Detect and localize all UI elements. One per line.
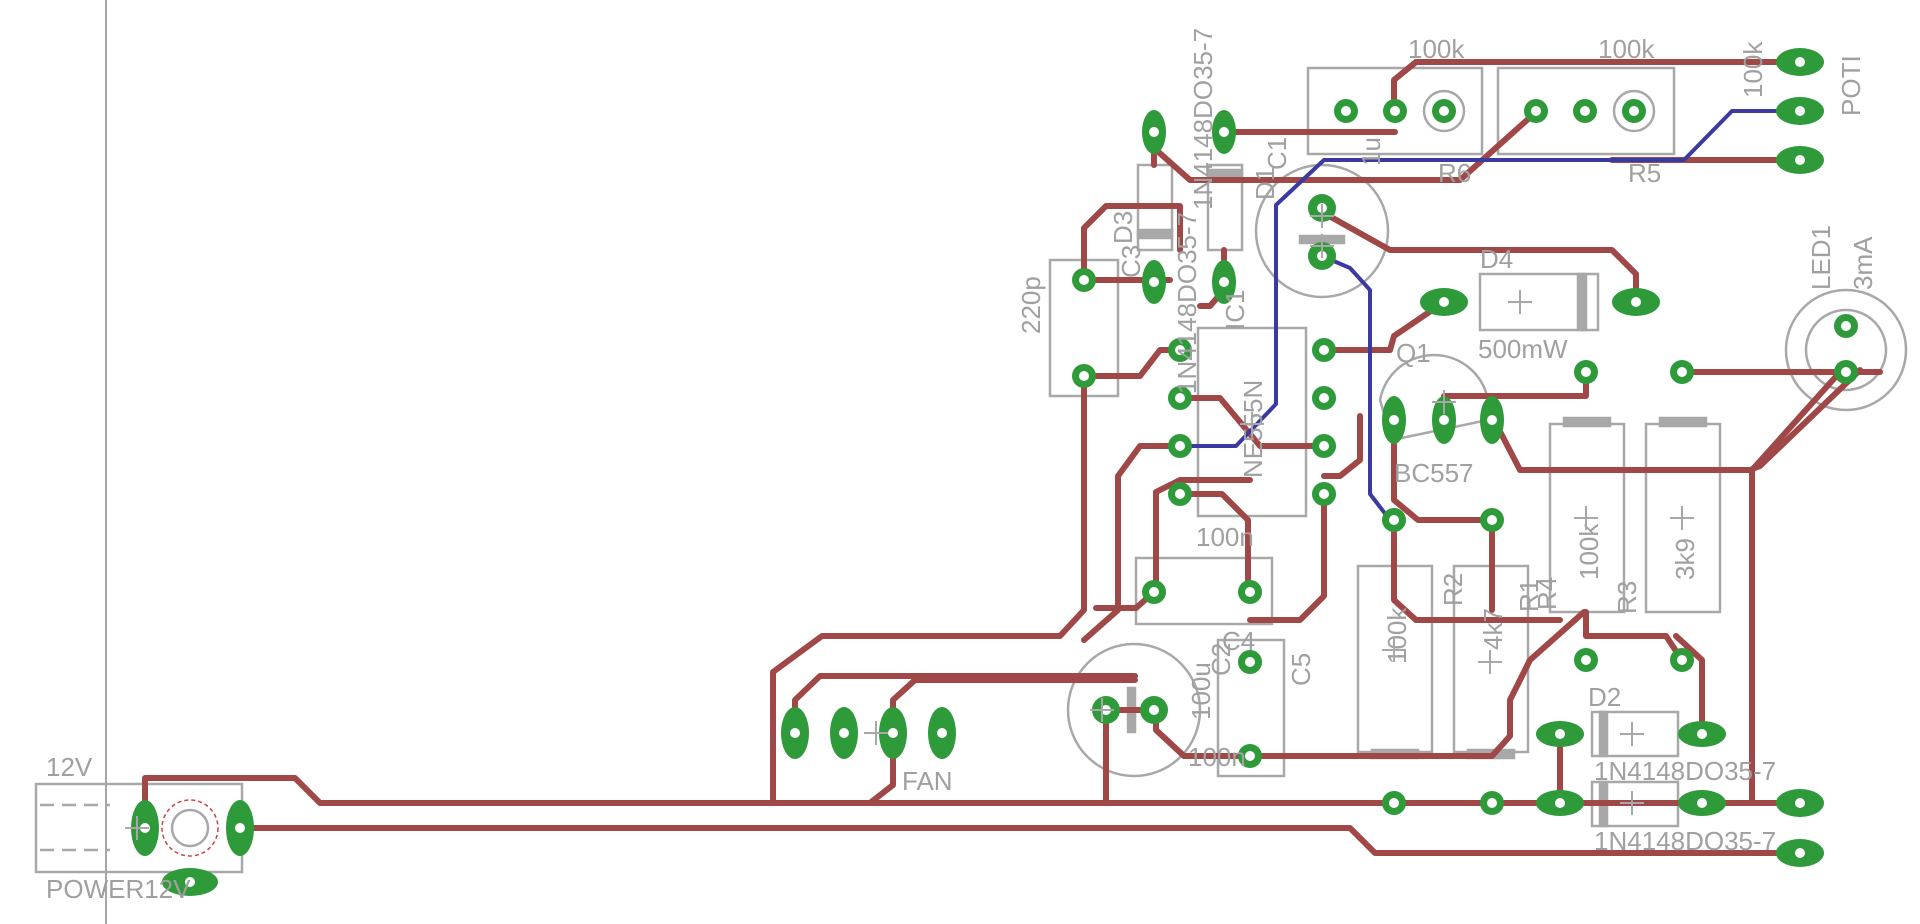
d1-part-label: 1N4148DO35-7 [1188, 28, 1218, 210]
drills-layer [140, 57, 1851, 887]
trace-ic-pin [1081, 443, 1183, 643]
d2-part-label: 1N4148DO35-7 [1594, 756, 1776, 786]
led1-inner [1804, 308, 1888, 392]
r4-value-label: 100k [1574, 523, 1604, 580]
d4-outline [1478, 272, 1600, 332]
trace-c100n [1153, 477, 1253, 595]
trace-r1-bot [1391, 517, 1563, 623]
q1-part-label: BC557 [1394, 458, 1474, 488]
d3-part-label: 1N4148DO35-7 [1172, 212, 1202, 394]
c5-value-label: 100n [1188, 742, 1246, 772]
power-value-label: 12V [46, 752, 93, 782]
trace-led [1749, 369, 1843, 473]
trace-r4-r3 [1583, 609, 1685, 663]
r6-wiper [1422, 89, 1466, 133]
trace-v1 [770, 373, 1087, 806]
trace-ic-q1 [1247, 491, 1327, 623]
poti-value-label: 100k [1738, 41, 1768, 98]
d2-name-label: D2 [1588, 682, 1621, 712]
poti-name-label: POTI [1836, 55, 1866, 116]
c2-name-label: C2 [1206, 643, 1236, 676]
trace-blue-poti [1180, 109, 1800, 448]
bottom-traces [142, 59, 1883, 856]
trace-220p [1081, 347, 1183, 379]
d3-band [1136, 228, 1174, 240]
d4-value-label: 500mW [1478, 334, 1568, 364]
r6-value-label: 100k [1408, 34, 1465, 64]
trace-vcc-main [237, 825, 1803, 856]
r5-value-label: 100k [1598, 34, 1655, 64]
trace-ic-pin2 [1177, 491, 1251, 595]
fan-name-label: FAN [902, 766, 953, 796]
r4-body [1562, 416, 1612, 428]
c2-outline [1066, 642, 1202, 778]
r1-value-label: 100k [1382, 607, 1412, 664]
r6-name-label: R6 [1438, 158, 1471, 188]
trace-gnd-main [142, 775, 1348, 838]
r2-name-label: R2 [1438, 573, 1468, 606]
trace-d5 [1677, 467, 1755, 806]
trace-blue-c1 [1321, 254, 1392, 522]
trace-c1-d4 [1319, 209, 1639, 305]
trace-ic-left [1081, 203, 1183, 283]
trace-poti-top [1391, 59, 1803, 114]
r6-outline [1306, 66, 1484, 156]
c2-value-label: 100u [1186, 662, 1216, 720]
power-jack-center [170, 808, 210, 848]
q1-name-label: Q1 [1396, 338, 1431, 368]
c1-name-label: C1 [1262, 137, 1292, 170]
cross-markers [125, 204, 1694, 840]
c1-value-label: 1u [1356, 137, 1386, 166]
trace-d2-r [1673, 633, 1705, 737]
led1-name-label: LED1 [1806, 225, 1836, 290]
d3-name-label: D3 [1108, 211, 1138, 244]
top-traces [1180, 109, 1800, 522]
power-jack-ring [161, 799, 219, 857]
ic1-name-label: IC1 [1220, 290, 1250, 330]
trace-q1-r1 [1391, 413, 1495, 523]
c1-outline [1254, 163, 1390, 299]
r4-name-label: R4 [1532, 577, 1562, 610]
trace-ic-r [1177, 395, 1327, 449]
led1-value-label: 3mA [1848, 236, 1878, 290]
r3-value-label: 3k9 [1670, 538, 1700, 580]
c220p-value-label: 220p [1016, 276, 1046, 334]
trace-r1-r2 [1153, 609, 1587, 759]
led1-outline [1784, 288, 1908, 412]
labels-layer: 100k 100k 100k POTI R6 R5 1N4148DO35-7 1… [46, 28, 1878, 904]
c3-name-label: C3 [1116, 245, 1146, 278]
r1-name-label: R1 [1514, 579, 1544, 612]
r2-value-label: 4k7 [1478, 608, 1508, 650]
c5-name-label: C5 [1286, 653, 1316, 686]
power-name-label: POWER12V [46, 874, 191, 904]
c100n-outline [1134, 556, 1274, 626]
r5-outline [1496, 66, 1676, 156]
d4-name-label: D4 [1480, 244, 1513, 274]
r3-body [1658, 416, 1708, 428]
c4-name-label: C4 [1222, 626, 1255, 656]
c100n-value-label: 100n [1196, 522, 1254, 552]
d5-part-label: 1N4148DO35-7 [1594, 826, 1776, 856]
d4-band [1576, 272, 1588, 332]
trace-ic-q1-b [1321, 413, 1363, 479]
r5-name-label: R5 [1628, 158, 1661, 188]
trace-r4-top [1441, 369, 1589, 419]
ic1-outline [1196, 326, 1308, 518]
r5-wiper [1612, 89, 1656, 133]
r3-name-label: R3 [1612, 581, 1642, 614]
c5-outline [1216, 638, 1286, 778]
d1-name-label: D1 [1250, 167, 1280, 200]
trace-ic-r2 [1321, 299, 1447, 353]
d2-band [1598, 710, 1609, 758]
